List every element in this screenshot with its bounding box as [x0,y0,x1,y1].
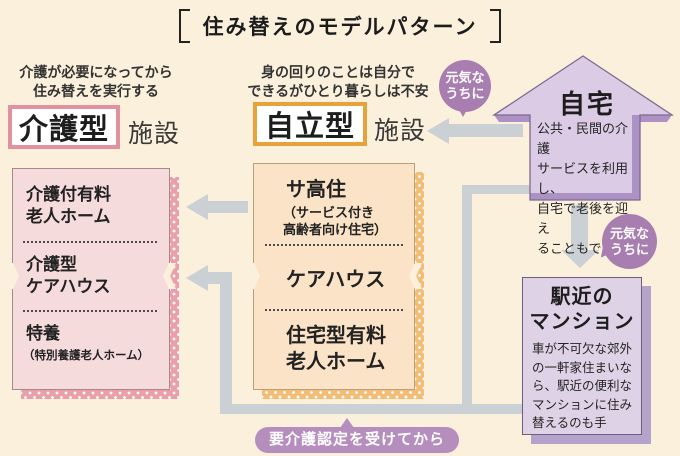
home-title: 自宅 [558,89,615,119]
connector-riser [220,272,232,414]
care-item-2: 介護型 ケアハウス [26,255,111,296]
independent-panel-right-notch [409,263,422,289]
care-divider-1 [23,241,157,243]
independent-item-3: 住宅型有料 老人ホーム [286,325,386,373]
mansion-description: 車が不可欠な郊外 の一軒家住まいな ら、駅近の便利な マンションに住み 替えるの… [532,342,633,430]
independent-item-1: サ高住 [286,179,346,201]
independent-type-suffix: 施設 [374,117,427,145]
care-panel-right-notch [163,263,176,289]
page-title: 住み替えのモデルパターン [202,15,478,39]
independent-caption-line1: 身の回りのことは自分で [261,64,415,80]
arrow-home-to-mansion [561,250,599,268]
independent-divider-1 [265,244,403,246]
independent-panel-left-notch [247,263,260,289]
care-item-3-note: （特別養護老人ホーム） [23,350,150,362]
mansion-box: 駅近の マンション 車が不可欠な郊外 の一軒家住まいな ら、駅近の便利な マンシ… [522,277,642,435]
mansion-title: 駅近の マンション [529,286,635,333]
home-description: 公共・民間の介護 サービスを利用し、 自宅で老後を迎え ることもできる [537,121,629,256]
connector-home-vertical [462,185,472,414]
care-type-suffix: 施設 [128,120,181,148]
healthy-right-badge: 元気な うちに [602,214,657,269]
arrow-to-care-top [186,194,208,220]
right-bracket-decoration [490,9,502,43]
care-caption-line2: 住み替えを実行する [33,83,159,99]
independent-item-1-note: （サービス付き 高齢者向け住宅） [283,205,388,237]
arrow-to-care-top-shaft [206,201,248,213]
independent-caption-line2: できるがひとり暮らしは不安 [247,83,429,99]
care-item-1: 介護付有料 老人ホーム [26,185,111,226]
left-bracket-decoration [178,9,190,43]
care-caption: 介護が必要になってから 住み替えを実行する [0,63,192,101]
page-title-row: 住み替えのモデルパターン [0,6,680,46]
independent-divider-2 [265,309,403,311]
connector-bottom-bus [220,404,522,414]
care-type-label: 介護型 [8,105,120,149]
arrow-home-to-mansion-shaft [571,205,588,251]
arrow-home-to-independent-shaft [448,124,523,137]
independent-caption: 身の回りのことは自分で できるがひとり暮らしは不安 [242,63,434,101]
connector-home-horizontal [462,185,532,194]
care-caption-line1: 介護が必要になってから [19,64,173,80]
healthy-top-badge: 元気な うちに [439,60,491,112]
independent-type-label: 自立型 [253,102,367,146]
independent-item-2: ケアハウス [286,269,386,291]
care-panel-left-notch [6,263,19,289]
independent-panel [253,163,415,390]
care-divider-2 [23,310,157,312]
certified-badge-tail [340,418,354,428]
certified-badge: 要介護認定を受けてから [255,427,459,453]
arrow-home-to-independent [427,118,449,144]
arrow-to-care-bottom [186,265,208,291]
care-item-3: 特養 [26,324,60,343]
home-house-arrow-shape [491,55,675,201]
care-panel [12,168,170,390]
